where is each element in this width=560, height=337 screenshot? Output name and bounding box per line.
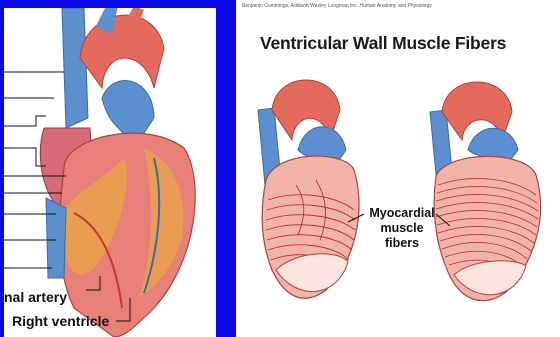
heart-view-right	[430, 82, 541, 301]
myocardial-callout: Myocardial muscle fibers	[362, 206, 442, 251]
aortic-arch	[80, 15, 164, 88]
fiber-hearts-illustration	[236, 0, 560, 337]
heart-view-left	[258, 80, 359, 298]
muscle-fibers-panel: Benjamin Cummings, Addison Wesley Longma…	[236, 0, 560, 337]
superior-vena-cava	[62, 8, 88, 128]
heart-illustration	[4, 8, 216, 337]
inferior-vena-cava	[46, 198, 66, 278]
callout-line-3: fibers	[362, 236, 442, 251]
coronary-artery-label: nal artery	[4, 289, 67, 305]
callout-line-1: Myocardial	[362, 206, 442, 221]
right-ventricle-label: Right ventricle	[12, 313, 109, 329]
callout-line-2: muscle	[362, 221, 442, 236]
anatomy-heart-panel: nal artery Right ventricle	[4, 8, 216, 337]
